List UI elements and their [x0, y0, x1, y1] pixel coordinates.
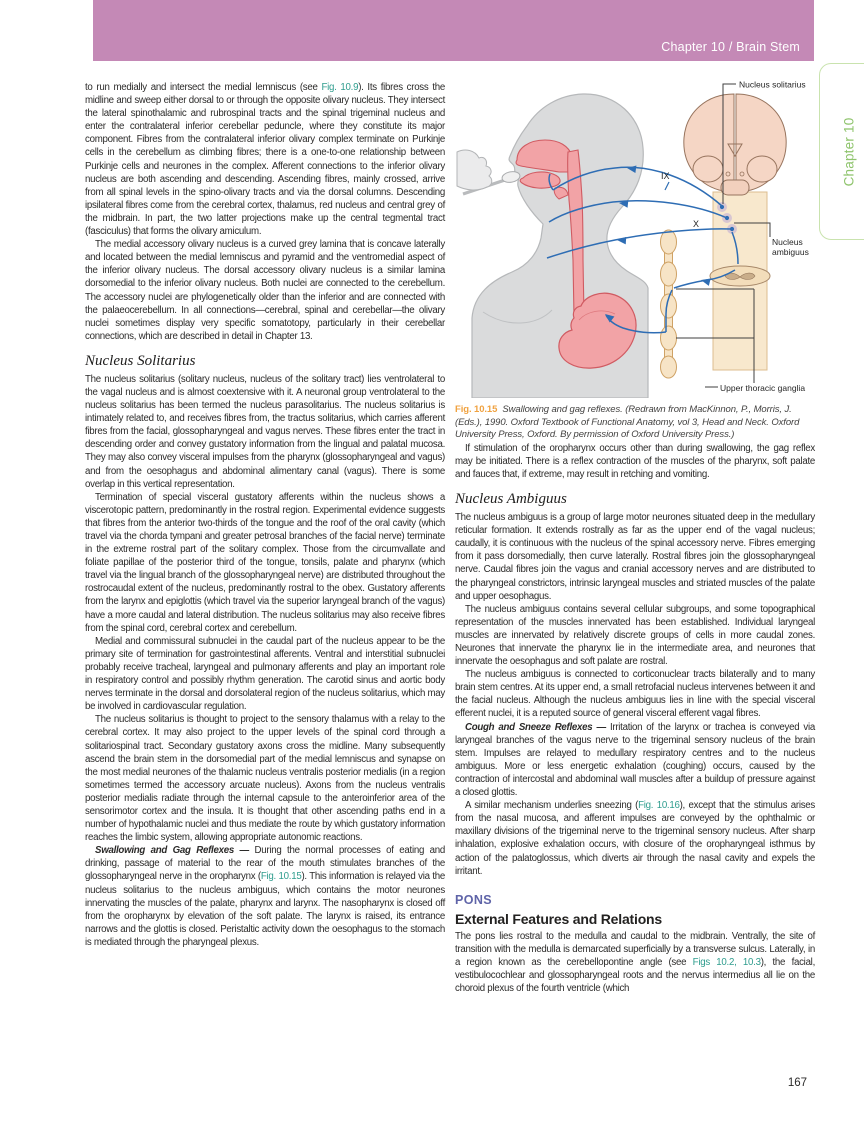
stomach-inner-curve	[578, 310, 616, 321]
chapter-tab-label: Chapter 10	[841, 117, 857, 186]
paragraph-solitarius-intro: The nucleus solitarius (solitary nucleus…	[85, 373, 445, 491]
sympathetic-ganglia	[660, 229, 677, 379]
page-number: 167	[787, 1077, 807, 1089]
right-column: Nucleus solitarius IX X Nucleus ambiguus…	[455, 80, 815, 995]
run-in-heading-cough-sneeze: Cough and Sneeze Reflexes —	[465, 721, 610, 733]
descending-vagal-path-3	[665, 289, 673, 332]
fig-10-15-reference[interactable]: Fig. 10.15	[260, 871, 302, 883]
brain-midline-structure	[727, 143, 743, 157]
paragraph-gustatory-termination: Termination of special visceral gustator…	[85, 491, 445, 635]
brain-detail-dot-right	[739, 171, 745, 177]
text-segment: Medial and commissural subnuclei in the …	[85, 635, 445, 713]
figure-caption: Fig. 10.15 Swallowing and gag reflexes. …	[455, 404, 815, 442]
label-x: X	[693, 219, 699, 229]
anatomical-figure-swallowing-reflex: Nucleus solitarius IX X Nucleus ambiguus…	[456, 80, 809, 398]
vagal-pathway-pharynx	[548, 200, 728, 223]
hand-shape	[456, 149, 493, 191]
paragraph-cough-sneeze: Cough and Sneeze Reflexes — Irritation o…	[455, 721, 815, 800]
text-segment: Termination of special visceral gustator…	[85, 491, 445, 634]
text-segment: During the normal processes of eating an…	[85, 845, 445, 883]
brain-temporal-lobe-right	[746, 155, 778, 183]
pathway-branch-palate	[548, 173, 554, 191]
text-segment: The nucleus ambiguus is connected to cor…	[455, 669, 815, 720]
label-nucleus-solitarius: Nucleus solitarius	[739, 80, 806, 90]
left-column: to run medially and intersect the medial…	[85, 81, 445, 949]
heading-external-features: External Features and Relations	[455, 910, 662, 927]
nerve-arrowheads	[605, 165, 711, 323]
text-segment: The nucleus ambiguus contains several ce…	[455, 603, 815, 668]
chest-contour-line	[482, 309, 553, 324]
figure-caption-text: Swallowing and gag reflexes. (Redrawn fr…	[455, 404, 800, 441]
fig-10-9-reference[interactable]: Fig. 10.9	[321, 82, 359, 93]
spinal-cord-cross-section	[709, 265, 771, 287]
ix-tick	[664, 181, 670, 191]
pons-bulge	[720, 179, 750, 196]
text-segment: ), the facial, vestibulocochlear and glo…	[455, 956, 815, 995]
paragraph-gag-reflex: If stimulation of the oropharynx occurs …	[455, 442, 815, 481]
brain-detail-dot-left	[725, 171, 731, 177]
text-segment: The nucleus ambiguus is a group of large…	[455, 512, 815, 602]
run-in-heading-swallowing: Swallowing and Gag Reflexes —	[95, 845, 255, 857]
paragraph-ambiguus-subgroups: The nucleus ambiguus contains several ce…	[455, 603, 815, 668]
paragraph-ambiguus-connections: The nucleus ambiguus is connected to cor…	[455, 668, 815, 720]
heading-nucleus-solitarius: Nucleus Solitarius	[85, 352, 196, 369]
text-segment: The medial accessory olivary nucleus is …	[85, 239, 445, 342]
paragraph-projections: The nucleus solitarius is thought to pro…	[85, 713, 445, 844]
nucleus-ambiguus-leader	[734, 222, 771, 237]
brain-temporal-lobe-left	[692, 155, 724, 183]
text-segment: to run medially and intersect the medial…	[85, 82, 322, 93]
larynx-shape	[553, 186, 569, 200]
text-segment: The pons lies rostral to the medulla and…	[455, 930, 815, 968]
text-segment: A similar mechanism underlies sneezing (	[465, 800, 639, 812]
descending-vagal-path-1	[731, 231, 739, 265]
stomach-shape	[558, 292, 637, 369]
paragraph-inferior-olive: to run medially and intersect the medial…	[85, 81, 445, 238]
vagal-pathway-larynx	[546, 228, 732, 259]
heading-pons: PONS	[455, 892, 493, 907]
running-head: Chapter 10 / Brain Stem	[661, 40, 800, 54]
label-nucleus-ambiguus-line2: ambiguus	[772, 247, 809, 257]
label-leader-lines	[676, 83, 771, 388]
text-segment: Irritation of the larynx or trachea is c…	[455, 721, 816, 799]
paragraph-ambiguus-intro: The nucleus ambiguus is a group of large…	[455, 511, 815, 603]
figure-caption-label: Fig. 10.15	[455, 404, 498, 415]
nucleus-solitarius-leader	[722, 83, 736, 204]
text-segment: If stimulation of the oropharynx occurs …	[455, 442, 815, 480]
fig-10-16-reference[interactable]: Fig. 10.16	[638, 800, 680, 812]
paragraph-swallowing-reflex: Swallowing and Gag Reflexes — During the…	[85, 844, 445, 949]
text-segment: ). Its fibres cross the midline and swee…	[85, 82, 445, 238]
text-segment: ). This information is relayed via the n…	[85, 871, 445, 948]
paragraph-subnuclei: Medial and commissural subnuclei in the …	[85, 635, 445, 714]
text-segment: ), except that the stimulus arises from …	[455, 800, 815, 877]
paragraph-sneezing: A similar mechanism underlies sneezing (…	[455, 799, 815, 878]
text-segment: The nucleus solitarius (solitary nucleus…	[85, 373, 445, 490]
paragraph-pons-external: The pons lies rostral to the medulla and…	[455, 930, 815, 995]
figs-10-2-10-3-reference[interactable]: Figs 10.2, 10.3	[692, 956, 761, 968]
text-segment: The nucleus solitarius is thought to pro…	[85, 714, 445, 844]
grey-matter-butterfly	[724, 272, 756, 280]
spoon-bowl	[501, 171, 521, 183]
label-ix: IX	[661, 171, 670, 181]
label-upper-thoracic-ganglia: Upper thoracic ganglia	[720, 383, 805, 393]
chapter-header-bar: Chapter 10 / Brain Stem	[93, 0, 814, 61]
paragraph-accessory-olivary: The medial accessory olivary nucleus is …	[85, 238, 445, 343]
chapter-side-tab[interactable]: Chapter 10	[819, 63, 864, 240]
glossopharyngeal-pathway	[552, 166, 723, 207]
heading-nucleus-ambiguus: Nucleus Ambiguus	[455, 491, 567, 508]
label-nucleus-ambiguus-line1: Nucleus	[772, 237, 803, 247]
